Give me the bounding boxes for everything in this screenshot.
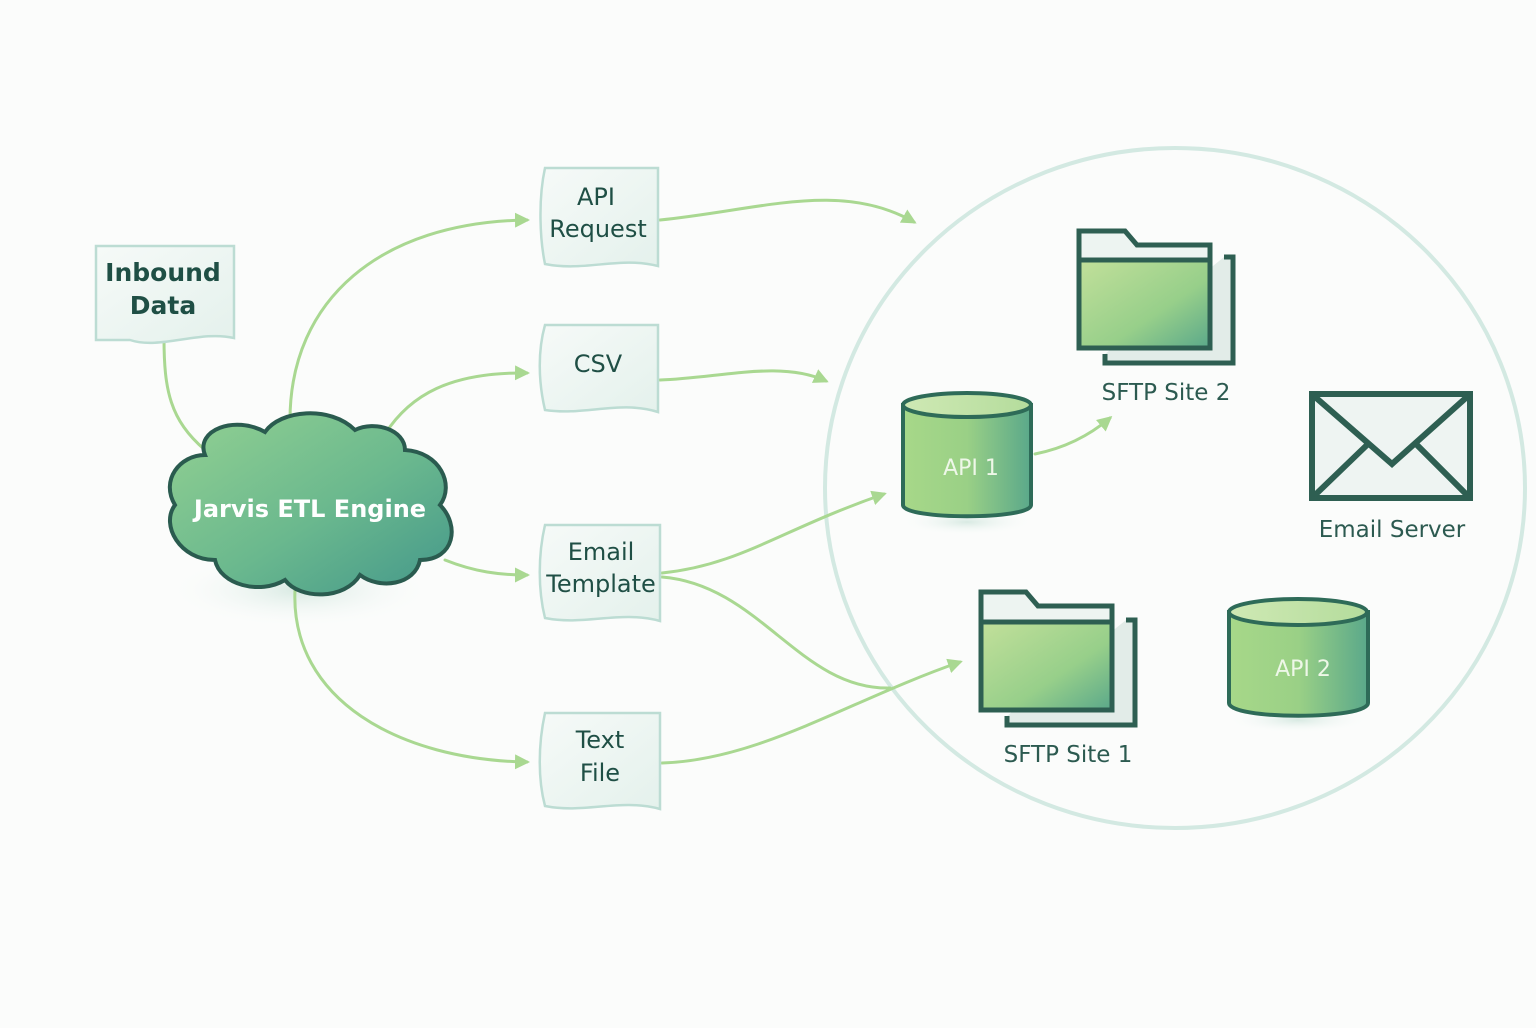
node-sftp-site-2[interactable]: SFTP Site 2 [1076,228,1236,406]
node-email-template[interactable]: Email Template [538,523,662,623]
node-email-server[interactable]: Email Server [1309,391,1473,543]
node-csv[interactable]: CSV [538,323,660,414]
node-text-file[interactable]: Text File [538,711,662,811]
engine-label: Jarvis ETL Engine [192,495,426,523]
edge-engine-text-file [293,588,530,770]
edge-api-request-zone [658,198,917,224]
database-icon [1227,597,1370,718]
edge-api-1-sftp-2 [1033,416,1113,456]
api-request-label-line-2: Request [549,215,647,243]
email-server-label: Email Server [1319,517,1466,543]
edge-email-template-sftp-1 [660,575,892,690]
text-file-label-line-1: Text [575,726,625,754]
api-1-label: API 1 [943,456,999,481]
text-file-label-line-2: File [580,759,620,787]
folder-icon [1076,228,1236,366]
edge-email-template-api-1 [660,490,887,575]
csv-label: CSV [574,350,623,378]
api-request-label-line-1: API [577,183,615,211]
edge-text-file-sftp-1 [660,658,963,765]
node-api-request[interactable]: API Request [539,166,660,268]
node-api-2[interactable]: API 2 [1223,597,1373,734]
edge-engine-email-template [443,558,530,583]
edge-engine-api-request [288,212,530,422]
edge-engine-csv [383,365,530,436]
folder-icon [978,589,1138,728]
api-2-label: API 2 [1275,657,1331,682]
sftp-site-1-label: SFTP Site 1 [1004,742,1133,768]
email-template-label-line-1: Email [568,538,635,566]
edge-inbound-engine [162,336,207,452]
inbound-data-label-line-2: Data [130,291,196,320]
sftp-site-2-label: SFTP Site 2 [1102,380,1231,406]
destination-zone [823,146,1527,830]
node-jarvis-etl-engine[interactable]: Jarvis ETL Engine [167,411,454,597]
envelope-icon [1309,391,1473,501]
node-sftp-site-1[interactable]: SFTP Site 1 [978,589,1138,768]
inbound-data-label-line-1: Inbound [105,258,221,287]
node-inbound-data[interactable]: Inbound Data [94,244,236,345]
database-icon [901,391,1033,519]
node-api-1[interactable]: API 1 [897,391,1037,536]
cloud-icon [167,411,454,597]
edge-csv-zone [658,369,829,383]
email-template-label-line-2: Template [545,570,656,598]
